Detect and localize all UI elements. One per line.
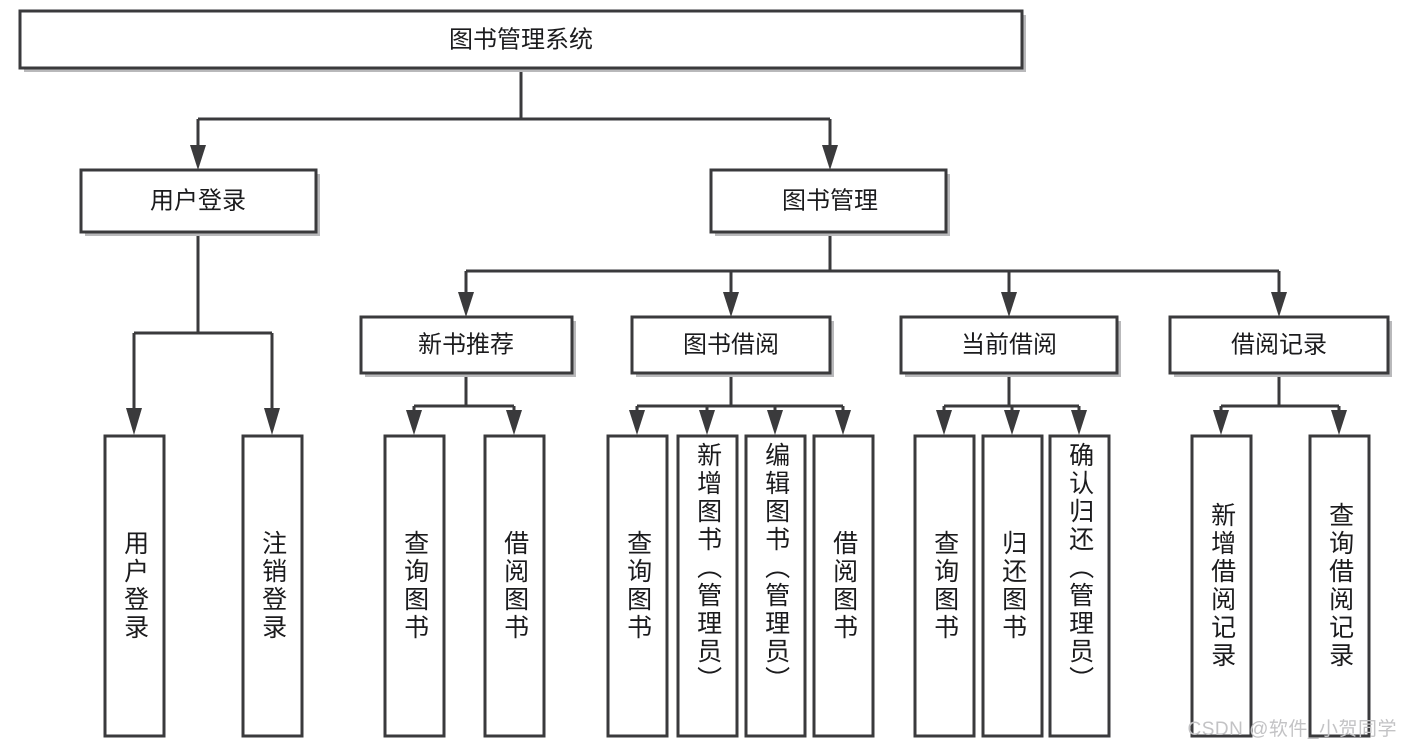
leaf-box-query-book-cur[interactable]	[913, 434, 976, 738]
connector-group-user-login	[126, 232, 280, 435]
connector-group-current-borrow	[936, 373, 1087, 435]
leaf-box-group	[103, 434, 1371, 738]
arrow-head-icon	[835, 410, 851, 435]
leaf-box-query-book[interactable]	[606, 434, 669, 738]
node-new-book-recommend[interactable]: 新书推荐	[359, 315, 576, 377]
leaf-box-edit-book-admin[interactable]	[744, 434, 807, 738]
node-book-borrow[interactable]: 图书借阅	[630, 315, 834, 377]
node-borrow-record-label: 借阅记录	[1231, 331, 1327, 358]
arrow-head-icon	[506, 410, 522, 435]
connector-group-book-borrow	[629, 373, 851, 435]
node-root[interactable]: 图书管理系统	[18, 9, 1026, 72]
connector-group-borrow-record	[1213, 373, 1347, 435]
arrow-head-icon	[264, 408, 280, 435]
arrow-head-icon	[406, 410, 422, 435]
node-user-login[interactable]: 用户登录	[79, 168, 320, 236]
node-new-book-recommend-label: 新书推荐	[418, 331, 514, 358]
node-current-borrow-label: 当前借阅	[961, 331, 1057, 358]
leaf-box-return-book[interactable]	[981, 434, 1044, 738]
node-root-label: 图书管理系统	[449, 26, 593, 53]
arrow-head-icon	[629, 410, 645, 435]
node-current-borrow-box[interactable]	[899, 315, 1119, 375]
node-book-borrow-label: 图书借阅	[683, 331, 779, 358]
node-book-management-box[interactable]	[709, 168, 948, 234]
arrow-head-icon	[458, 292, 474, 317]
leaf-box-add-record[interactable]	[1190, 434, 1253, 738]
leaf-box-add-book-admin[interactable]	[676, 434, 739, 738]
node-book-management-label: 图书管理	[782, 187, 878, 214]
node-new-book-recommend-box[interactable]	[359, 315, 574, 375]
arrow-head-icon	[1213, 410, 1229, 435]
arrow-head-icon	[1331, 410, 1347, 435]
node-borrow-record[interactable]: 借阅记录	[1168, 315, 1392, 377]
arrow-head-icon	[699, 410, 715, 435]
arrow-head-icon	[936, 410, 952, 435]
connector-group-new-book-recommend	[406, 373, 522, 435]
node-user-login-box[interactable]	[79, 168, 318, 234]
node-root-box[interactable]	[18, 9, 1024, 70]
leaf-box-confirm-return[interactable]	[1048, 434, 1111, 738]
arrow-head-icon	[723, 292, 739, 317]
arrow-head-icon	[1071, 410, 1087, 435]
node-current-borrow[interactable]: 当前借阅	[899, 315, 1121, 377]
arrow-head-icon	[126, 408, 142, 435]
leaf-box-borrow-book[interactable]	[812, 434, 875, 738]
leaf-box-logout[interactable]	[241, 434, 304, 738]
arrow-head-icon	[1271, 292, 1287, 317]
leaf-box-query-record[interactable]	[1308, 434, 1371, 738]
arrow-head-icon	[190, 145, 206, 170]
node-book-borrow-box[interactable]	[630, 315, 832, 375]
connector-group-root	[190, 68, 838, 170]
arrow-head-icon	[1001, 292, 1017, 317]
leaf-box-query-book-new[interactable]	[383, 434, 446, 738]
leaf-box-user-login[interactable]	[103, 434, 166, 738]
node-book-management[interactable]: 图书管理	[709, 168, 950, 236]
arrow-head-icon	[767, 410, 783, 435]
connector-group-book-management	[458, 232, 1287, 317]
node-user-login-label: 用户登录	[150, 187, 246, 214]
leaf-box-borrow-book-new[interactable]	[483, 434, 546, 738]
watermark-text: CSDN @软件_小贺同学	[1187, 719, 1397, 740]
node-borrow-record-box[interactable]	[1168, 315, 1390, 375]
arrow-head-icon	[822, 145, 838, 170]
arrow-head-icon	[1004, 410, 1020, 435]
